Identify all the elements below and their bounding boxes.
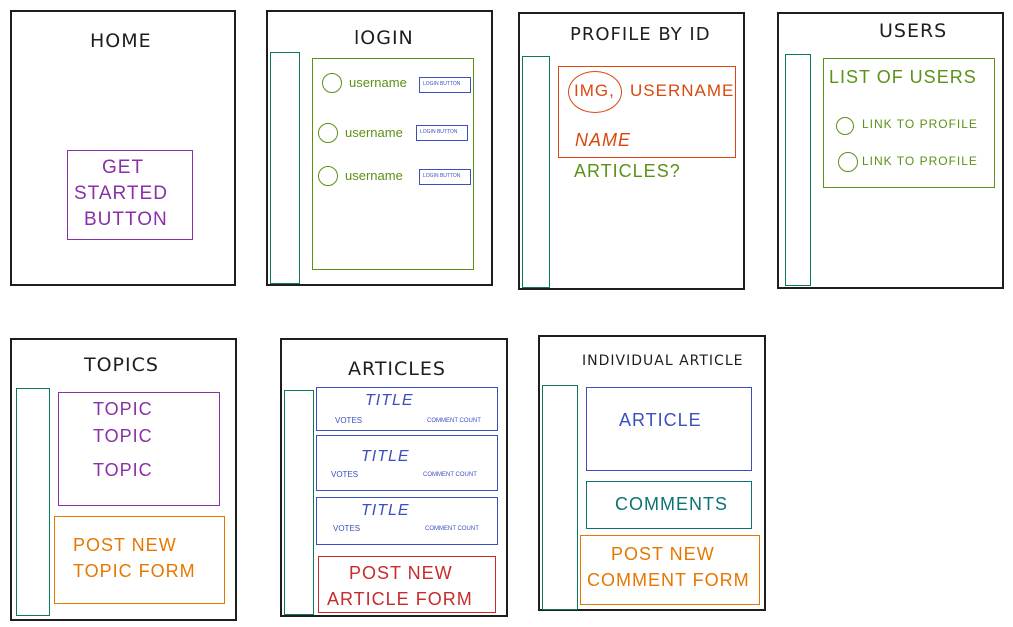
post-comment-form[interactable]: POST NEW COMMENT FORM [580,535,760,605]
users-frame: USERS LIST OF USERS LINK TO PROFILE LINK… [777,12,1004,289]
avatar-circle-icon [322,73,342,93]
topics-sidebar [16,388,50,616]
login-username: username [345,125,403,140]
article-card-votes: VOTES [335,416,363,425]
profile-frame: PROFILE BY ID IMG, USERNAME NAME ARTICLE… [518,12,745,290]
article-card[interactable]: TITLE VOTES COMMENT COUNT [316,435,498,491]
article-card-comments: COMMENT COUNT [423,472,477,478]
login-frame: lOGIN username LOGIN BUTTON username LOG… [266,10,493,286]
profile-img: IMG, [574,81,615,100]
article-body: ARTICLE [586,387,752,471]
topics-title: TOPICS [84,354,159,376]
get-started-line-1: GET [102,157,145,178]
profile-articles: ARTICLES? [574,161,681,181]
login-button[interactable]: LOGIN BUTTON [419,169,471,185]
articles-frame: ARTICLES TITLE VOTES COMMENT COUNT TITLE… [280,338,508,617]
topic-item[interactable]: TOPIC [93,426,153,446]
login-panel: username LOGIN BUTTON username LOGIN BUT… [312,58,474,270]
get-started-button[interactable]: GET STARTED BUTTON [67,150,193,240]
get-started-line-2: STARTED [74,183,168,204]
link-circle-icon [838,152,858,172]
login-button-label: LOGIN BUTTON [423,81,461,87]
article-card[interactable]: TITLE VOTES COMMENT COUNT [316,387,498,431]
articles-sidebar [284,390,314,615]
profile-username: USERNAME [630,81,735,100]
topic-item[interactable]: TOPIC [93,399,153,419]
avatar-circle-icon [318,166,338,186]
topics-list-panel: TOPIC TOPIC TOPIC [58,392,220,506]
individual-article-title: INDIVIDUAL ARTICLE [582,353,744,369]
topic-item[interactable]: TOPIC [93,460,153,480]
article-card-comments: COMMENT COUNT [425,526,479,532]
login-title: lOGIN [354,27,414,49]
login-sidebar [270,52,300,284]
users-title: USERS [879,20,948,42]
article-card[interactable]: TITLE VOTES COMMENT COUNT [316,497,498,545]
article-card-votes: VOTES [333,524,361,533]
individual-article-frame: INDIVIDUAL ARTICLE ARTICLE COMMENTS POST… [538,335,766,611]
article-card-comments: COMMENT COUNT [427,418,481,424]
get-started-line-3: BUTTON [84,209,168,230]
profile-card: IMG, USERNAME NAME [558,66,736,158]
article-card-votes: VOTES [331,470,359,479]
post-comment-line-2: COMMENT FORM [587,570,750,590]
comments-section: COMMENTS [586,481,752,529]
home-title: HOME [90,30,152,52]
users-sidebar [785,54,811,286]
img-circle-icon [568,71,622,113]
profile-sidebar [522,56,550,288]
login-button-label: LOGIN BUTTON [420,129,458,135]
profile-name: NAME [575,130,632,150]
users-list-panel: LIST OF USERS LINK TO PROFILE LINK TO PR… [823,58,995,188]
article-card-title: TITLE [365,392,414,409]
profile-title: PROFILE BY ID [570,24,711,45]
post-comment-line-1: POST NEW [611,544,715,564]
comments-label: COMMENTS [615,494,728,514]
link-circle-icon [836,117,854,135]
articles-title: ARTICLES [348,358,446,380]
article-body-label: ARTICLE [619,410,702,430]
login-username: username [345,168,403,183]
article-card-title: TITLE [361,502,410,519]
post-article-line-2: ARTICLE FORM [327,589,473,609]
user-profile-link[interactable]: LINK TO PROFILE [862,154,978,168]
topics-frame: TOPICS TOPIC TOPIC TOPIC POST NEW TOPIC … [10,338,237,621]
users-list-title: LIST OF USERS [829,67,977,87]
login-button[interactable]: LOGIN BUTTON [416,125,468,141]
login-username: username [349,75,407,90]
user-profile-link[interactable]: LINK TO PROFILE [862,117,978,131]
post-topic-line-2: TOPIC FORM [73,561,196,581]
login-button[interactable]: LOGIN BUTTON [419,77,471,93]
home-frame: HOME GET STARTED BUTTON [10,10,236,286]
post-article-form[interactable]: POST NEW ARTICLE FORM [318,556,496,613]
individual-article-sidebar [542,385,578,610]
login-button-label: LOGIN BUTTON [423,173,461,179]
article-card-title: TITLE [361,448,410,465]
post-article-line-1: POST NEW [349,563,453,583]
post-topic-line-1: POST NEW [73,535,177,555]
avatar-circle-icon [318,123,338,143]
post-topic-form[interactable]: POST NEW TOPIC FORM [54,516,225,604]
